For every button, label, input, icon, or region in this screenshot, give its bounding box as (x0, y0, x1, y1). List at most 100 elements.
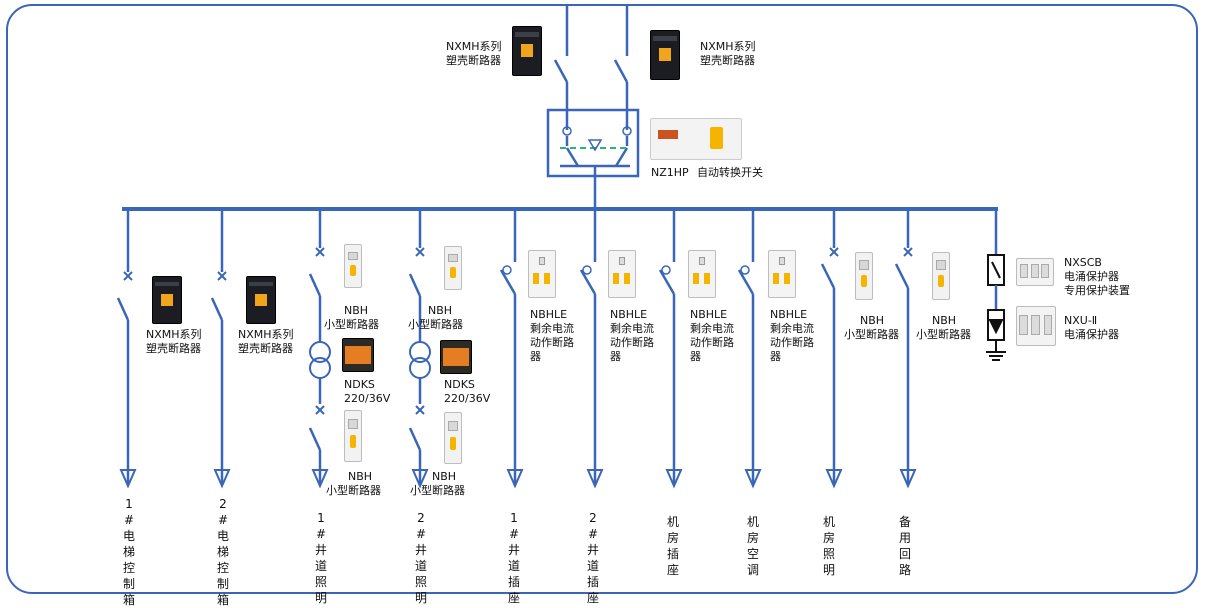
branch-9-load-label: 机房照明 (822, 515, 835, 577)
branch-2-load-arrow (213, 469, 231, 489)
breaker-trip-mark (903, 247, 913, 257)
branch-10-breaker-blade (894, 263, 910, 289)
branch-7-device-line4: 器 (690, 350, 701, 363)
branch-4-device-line1: NBH (428, 304, 453, 317)
main-breaker-a-line2: 塑壳断路器 (446, 54, 501, 67)
branch-4-mcb-image (444, 246, 462, 290)
branch-3-transformer-line1: NDKS (344, 378, 375, 391)
branch-7-device-line1: NBHLE (690, 308, 728, 321)
breaker-trip-mark (415, 247, 425, 257)
branch-4-device-line2: 小型断路器 (408, 318, 463, 331)
breaker-trip-mark (217, 271, 227, 281)
branch-6-load-arrow (586, 469, 604, 489)
branch-1-breaker-blade (116, 297, 130, 321)
branch-9-breaker-blade (820, 263, 836, 289)
branch-2-device-line1: NXMH系列 (238, 328, 294, 341)
branch-4-load-arrow (411, 469, 429, 489)
branch-4-device2-line1: NBH (432, 470, 457, 483)
branch-7-device-line3: 动作断路 (690, 336, 734, 349)
nxscb-image (1016, 258, 1054, 286)
branch-1-load-arrow (119, 469, 137, 489)
branch-3-load-label: 1#井道照明 (314, 511, 327, 605)
main-breaker-a-blade (553, 59, 569, 83)
branch-1-device-line1: NXMH系列 (146, 328, 202, 341)
branch-4-mcb2-image (444, 412, 462, 464)
branch-5-load-label: 1#井道插座 (507, 511, 520, 605)
branch-4-load-label: 2#井道照明 (414, 511, 427, 605)
branch-9-device-line2: 小型断路器 (844, 328, 899, 341)
branch-10-load-arrow (899, 469, 917, 489)
branch-3-breaker-blade (308, 273, 322, 297)
branch-10-load-label: 备用回路 (898, 515, 911, 577)
ats-image (650, 118, 742, 160)
branch-1-load-label: 1#电梯控制箱 (122, 497, 135, 607)
branch-8-device-line3: 动作断路 (770, 336, 814, 349)
branch-8-load-arrow (744, 469, 762, 489)
branch-2-mccb-image (246, 276, 276, 324)
branch-8-device-line4: 器 (770, 350, 781, 363)
main-breaker-b-line2: 塑壳断路器 (700, 54, 755, 67)
branch-1-device-line2: 塑壳断路器 (146, 342, 201, 355)
branch-8-rcd-image (768, 250, 796, 298)
branch-3-breaker2-blade (308, 427, 322, 451)
branch-5-device-line1: NBHLE (530, 308, 568, 321)
main-breaker-b-image (650, 30, 680, 80)
branch-3-load-arrow (311, 469, 329, 489)
rcd-contact (661, 265, 671, 275)
branch-5-rcd-image (528, 250, 556, 298)
surge-protector-symbols (986, 209, 1006, 361)
branch-5-device-line3: 动作断路 (530, 336, 574, 349)
breaker-trip-mark (315, 247, 325, 257)
main-breaker-b-line1: NXMH系列 (700, 40, 756, 53)
branch-6-device-line1: NBHLE (610, 308, 648, 321)
branch-7-load-arrow (665, 469, 683, 489)
branch-6-device-line2: 剩余电流 (610, 322, 654, 335)
branch-3-device2-line2: 小型断路器 (326, 484, 381, 497)
branch-3-device-line1: NBH (344, 304, 369, 317)
branch-4-transformer-line2: 220/36V (444, 392, 491, 405)
branch-7-breaker-blade (658, 269, 676, 295)
branch-5-breaker-blade (499, 269, 517, 295)
branch-9-load-arrow (825, 469, 843, 489)
branch-3-transformer-line2: 220/36V (344, 392, 391, 405)
nxscb-model: NXSCB (1064, 256, 1102, 269)
branch-10-mcb-image (932, 252, 950, 300)
branch-3-device2-line1: NBH (348, 470, 373, 483)
main-breaker-b-blade (613, 59, 629, 83)
branch-8-load-label: 机房空调 (746, 515, 759, 577)
branch-6-load-label: 2#井道插座 (586, 511, 599, 605)
branch-5-device-line4: 器 (530, 350, 541, 363)
breaker-trip-mark (123, 271, 133, 281)
rcd-contact (740, 265, 750, 275)
branch-6-rcd-image (608, 250, 636, 298)
branch-7-rcd-image (688, 250, 716, 298)
branch-8-breaker-blade (737, 269, 755, 295)
breaker-trip-mark (315, 405, 325, 415)
branch-2-load-label: 2#电梯控制箱 (216, 497, 229, 607)
branch-9-mcb-image (855, 252, 873, 300)
branch-6-device-line3: 动作断路 (610, 336, 654, 349)
branch-9-device-line1: NBH (860, 314, 885, 327)
nxscb-line3: 专用保护装置 (1064, 284, 1130, 297)
nxscb-line2: 电涌保护器 (1064, 270, 1119, 283)
branch-4-breaker-blade (408, 273, 422, 297)
diagram-frame (6, 4, 1198, 594)
main-breaker-a-line1: NXMH系列 (446, 40, 502, 53)
nxu-image (1016, 306, 1056, 346)
branch-4-breaker2-blade (408, 427, 422, 451)
nxu-model: NXU-Ⅱ (1064, 314, 1098, 327)
nxu-line2: 电涌保护器 (1064, 328, 1119, 341)
branch-7-load-label: 机房插座 (666, 515, 679, 577)
branch-4-transformer-line1: NDKS (444, 378, 475, 391)
branch-10-device-line2: 小型断路器 (916, 328, 971, 341)
branch-3-mcb-image (344, 244, 362, 288)
breaker-trip-mark (829, 247, 839, 257)
ats-switch-box (546, 108, 640, 178)
ats-name: 自动转换开关 (697, 166, 763, 179)
branch-5-device-line2: 剩余电流 (530, 322, 574, 335)
branch-5-load-arrow (506, 469, 524, 489)
main-breaker-a-image (512, 26, 542, 76)
branch-4-device2-line2: 小型断路器 (410, 484, 465, 497)
branch-7-device-line2: 剩余电流 (690, 322, 734, 335)
